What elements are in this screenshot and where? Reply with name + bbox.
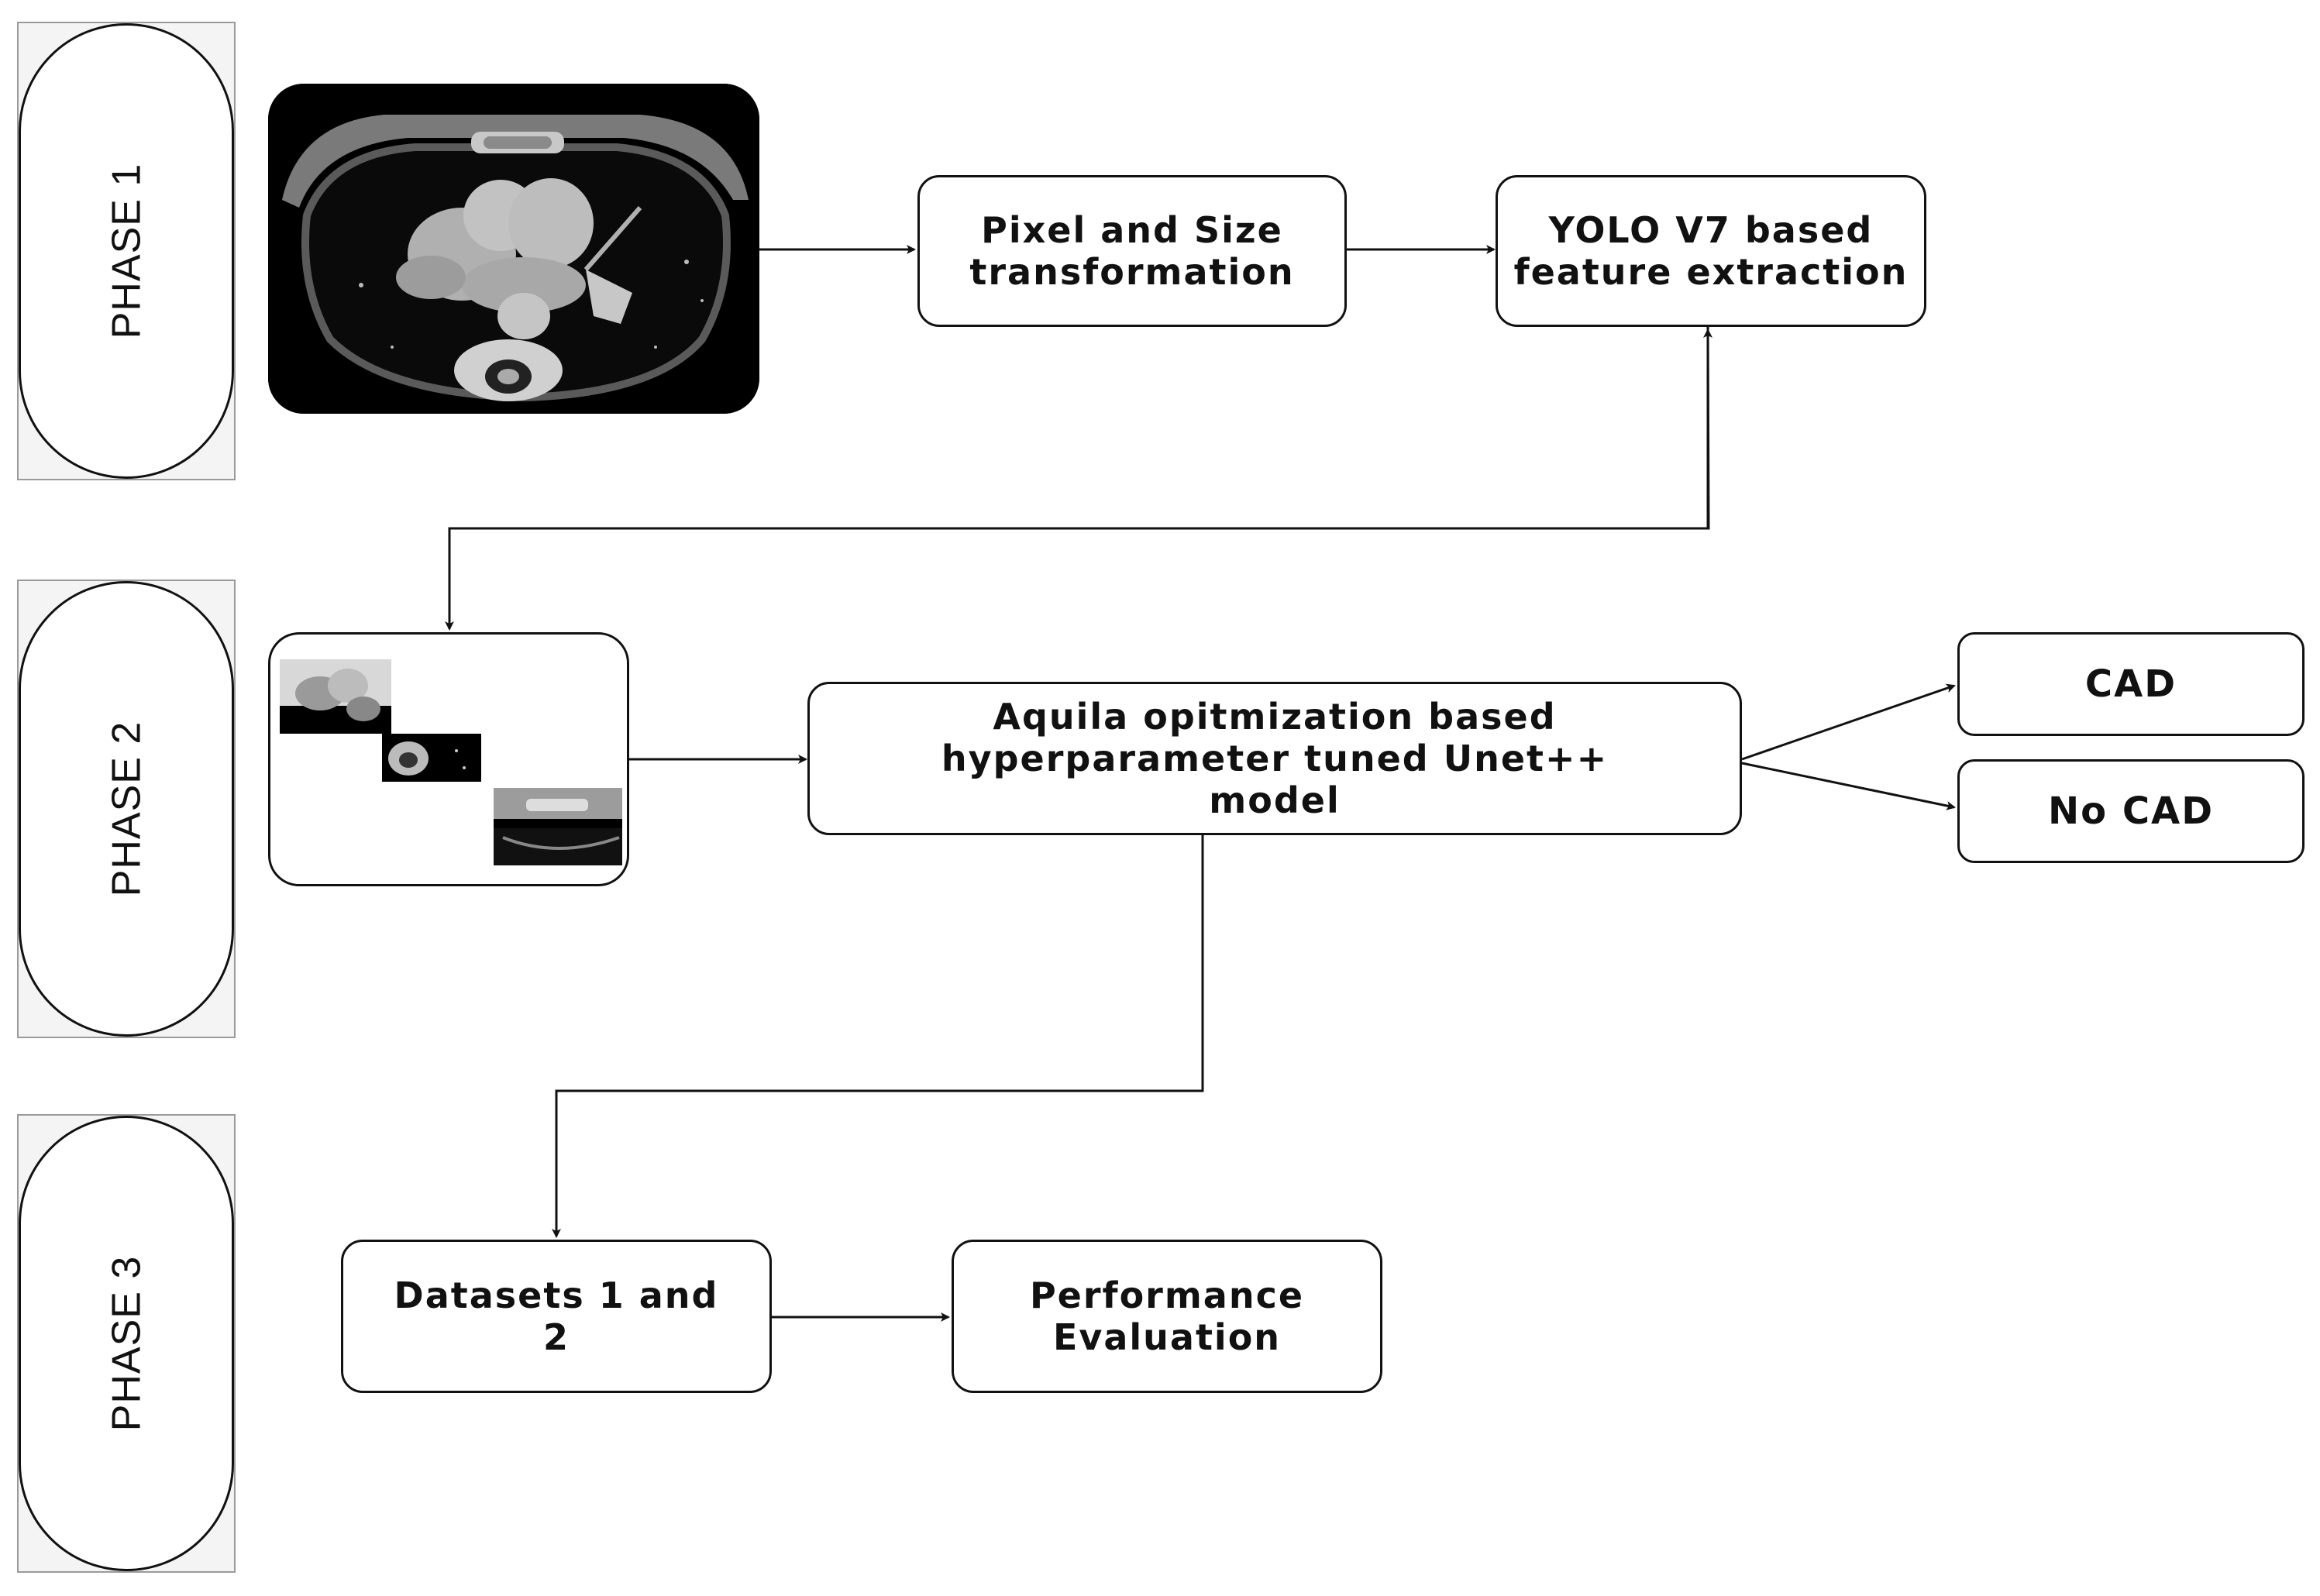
arrow-aquila-to-nocad xyxy=(1741,762,1956,810)
segmented-crops-image xyxy=(268,632,629,886)
phase-1-label: PHASE 1 xyxy=(104,163,149,339)
phase-1-frame: PHASE 1 xyxy=(17,22,236,480)
no-cad-result-label: No CAD xyxy=(2047,789,2215,833)
crop-2 xyxy=(382,734,481,782)
phase-3-label: PHASE 3 xyxy=(104,1255,149,1432)
aquila-unet-model-box: Aquila opitmization based hyperparameter… xyxy=(807,682,1742,835)
phase-1-pill: PHASE 1 xyxy=(19,23,234,479)
performance-evaluation-label: Performance Evaluation xyxy=(1029,1274,1305,1358)
arrow-aquila-to-cad xyxy=(1741,683,1956,761)
no-cad-result-box: No CAD xyxy=(1957,759,2305,863)
yolo-feature-extraction-label: YOLO V7 based feature extraction xyxy=(1513,208,1909,293)
pixel-size-transformation-box: Pixel and Size transformation xyxy=(917,175,1347,327)
arrow-aquila-to-datasets xyxy=(552,835,1204,1238)
phase-3-pill: PHASE 3 xyxy=(19,1116,234,1571)
datasets-label: Datasets 1 and 2 xyxy=(394,1274,719,1358)
pixel-size-transformation-label: Pixel and Size transformation xyxy=(969,208,1295,293)
cad-result-label: CAD xyxy=(2084,662,2177,706)
ct-scan-graphic xyxy=(268,84,759,414)
performance-evaluation-box: Performance Evaluation xyxy=(952,1240,1382,1393)
ct-scan-image xyxy=(268,84,759,414)
crop-3 xyxy=(494,788,622,865)
crop-1 xyxy=(280,659,391,734)
segmented-crops-graphic xyxy=(280,659,622,865)
phase-3-frame: PHASE 3 xyxy=(17,1114,236,1573)
datasets-box: Datasets 1 and 2 xyxy=(341,1240,772,1393)
aquila-unet-model-label: Aquila opitmization based hyperparameter… xyxy=(941,695,1609,822)
phase-2-pill: PHASE 2 xyxy=(19,581,234,1037)
yolo-feature-extraction-box: YOLO V7 based feature extraction xyxy=(1496,175,1926,327)
phase-2-frame: PHASE 2 xyxy=(17,580,236,1038)
cad-result-box: CAD xyxy=(1957,632,2305,736)
phase-2-label: PHASE 2 xyxy=(104,721,149,897)
